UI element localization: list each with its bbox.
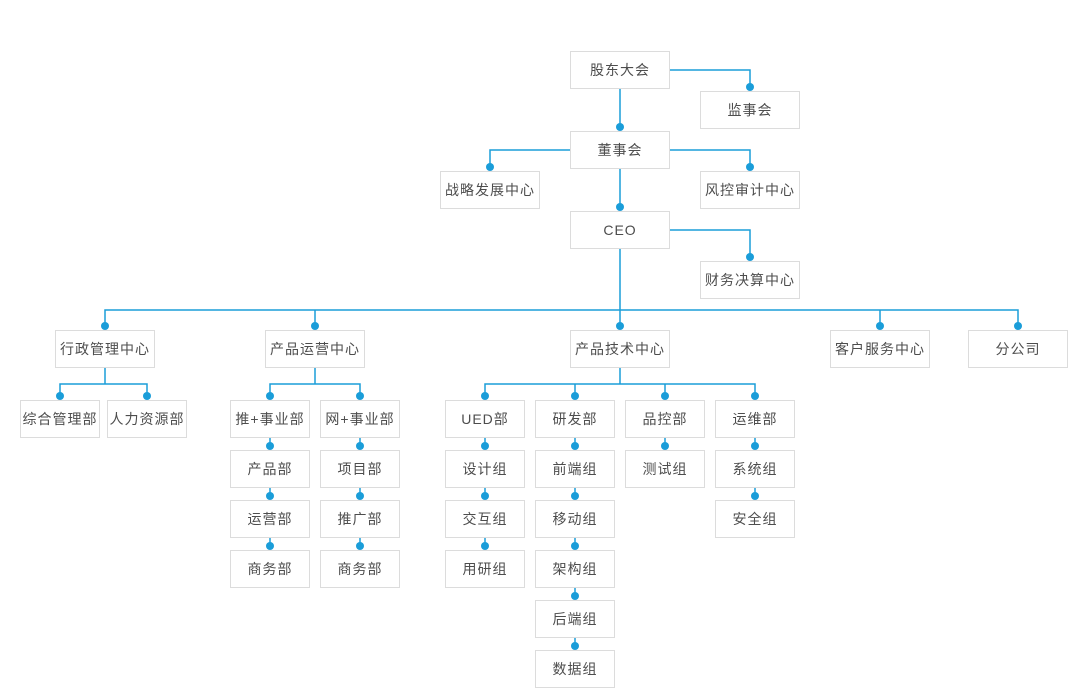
node-strategic-development-center: 战略发展中心 [440,171,540,209]
node-general-management-dept: 综合管理部 [20,400,100,438]
node-product-operation-center: 产品运营中心 [265,330,365,368]
connector-ceo-to-centers [101,249,1022,330]
node-product-technology-center: 产品技术中心 [570,330,670,368]
connector-shareholders-to-board [616,89,624,131]
node-frontend-group: 前端组 [535,450,615,488]
node-wang-plus-division: 网+事业部 [320,400,400,438]
node-human-resources-dept: 人力资源部 [107,400,187,438]
connector-board-to-ceo [616,169,624,211]
node-risk-audit-center: 风控审计中心 [700,171,800,209]
connector-ops-children [266,368,364,400]
node-testing-group: 测试组 [625,450,705,488]
node-business-dept-tui: 商务部 [230,550,310,588]
node-board-of-directors: 董事会 [570,131,670,169]
node-rd-dept: 研发部 [535,400,615,438]
connector-ceo-to-finance [670,229,754,261]
node-operation-dept: 运营部 [230,500,310,538]
node-security-group: 安全组 [715,500,795,538]
node-backend-group: 后端组 [535,600,615,638]
connector-admin-children [56,368,151,400]
node-shareholders-meeting: 股东大会 [570,51,670,89]
node-tui-plus-division: 推+事业部 [230,400,310,438]
node-product-dept: 产品部 [230,450,310,488]
node-quality-control-dept: 品控部 [625,400,705,438]
node-promotion-dept: 推广部 [320,500,400,538]
node-mobile-group: 移动组 [535,500,615,538]
node-admin-management-center: 行政管理中心 [55,330,155,368]
connector-tech-children [481,368,759,400]
node-branch-company: 分公司 [968,330,1068,368]
node-supervisory-board: 监事会 [700,91,800,129]
node-design-group: 设计组 [445,450,525,488]
node-project-dept: 项目部 [320,450,400,488]
node-ceo: CEO [570,211,670,249]
node-business-dept-wang: 商务部 [320,550,400,588]
node-financial-settlement-center: 财务决算中心 [700,261,800,299]
node-data-group: 数据组 [535,650,615,688]
node-customer-service-center: 客户服务中心 [830,330,930,368]
node-system-group: 系统组 [715,450,795,488]
connector-column-chains [266,438,759,650]
node-interaction-group: 交互组 [445,500,525,538]
connector-shareholders-to-supervisory [670,69,754,91]
node-architecture-group: 架构组 [535,550,615,588]
node-ued-dept: UED部 [445,400,525,438]
node-user-research-group: 用研组 [445,550,525,588]
node-operation-maintenance-dept: 运维部 [715,400,795,438]
